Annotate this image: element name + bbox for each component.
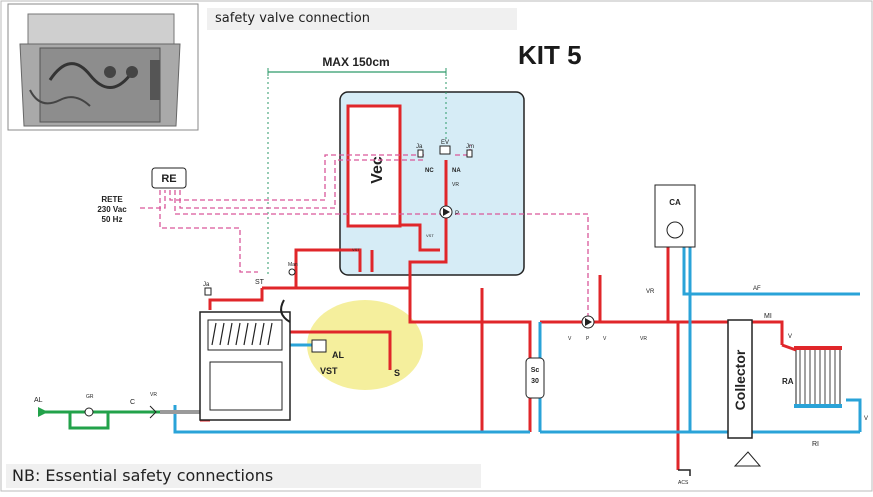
drain-tap-icon <box>678 469 691 476</box>
vr-tank-label: VR <box>452 182 459 188</box>
ev-label: EV <box>441 140 449 146</box>
collector-label: Collector <box>732 349 748 410</box>
rete-line2: 230 Vac <box>97 205 127 214</box>
inlet-pipes <box>42 410 160 430</box>
check-valve-icon <box>149 405 157 419</box>
af-label: AF <box>753 286 761 292</box>
na-label: NA <box>452 168 461 174</box>
radiator-feed <box>781 343 797 352</box>
top-caption: safety valve connection <box>207 8 517 30</box>
al-valve-label: AL <box>332 350 344 360</box>
vst-right-label: VST <box>426 233 434 238</box>
vec-tank <box>346 104 402 228</box>
acs-label: ACS <box>678 480 689 486</box>
boiler-photo-icon <box>7 3 199 131</box>
ra-label: RA <box>782 377 794 386</box>
ja-boiler-label: Ja <box>203 282 210 288</box>
v-rad-top-label: V <box>788 334 792 340</box>
ja-tank-label: Ja <box>416 144 423 150</box>
highlight-zone <box>307 300 423 390</box>
pump-arrow-icon <box>585 318 592 326</box>
ri-label: RI <box>812 441 819 448</box>
ja-boiler-sensor-icon <box>204 287 212 296</box>
v-left-label: V <box>568 336 572 342</box>
re-box <box>151 167 187 189</box>
signal-wiring <box>140 145 589 318</box>
c-label: C <box>130 399 135 406</box>
mi-label: MI <box>764 313 772 320</box>
v-right-label: V <box>603 336 607 342</box>
rete-label: RETE 230 Vac 50 Hz <box>97 195 127 224</box>
bottom-caption: NB: Essential safety connections <box>6 464 481 488</box>
vec-label: Vec <box>369 156 386 184</box>
sc-label-1: Sc <box>531 367 540 374</box>
p-tank-label: P <box>455 211 459 217</box>
nc-label: NC <box>425 168 434 174</box>
rete-line3: 50 Hz <box>102 215 123 224</box>
radiator-icon <box>794 346 842 408</box>
kit-title: KIT 5 <box>518 40 582 70</box>
s-label: S <box>394 368 400 378</box>
rete-line1: RETE <box>101 195 123 204</box>
dimension-max <box>267 68 447 276</box>
sc-label-2: 30 <box>531 378 539 385</box>
vr-ca-label: VR <box>646 289 655 295</box>
al-inlet-label: AL <box>34 397 43 404</box>
p-pump-label: P <box>586 336 590 342</box>
pressure-gauge-icon <box>288 268 296 276</box>
boiler <box>199 299 291 421</box>
vr-line-label: VR <box>640 336 647 342</box>
vst-left-label: VST <box>352 247 360 252</box>
collector <box>727 319 753 439</box>
v-rad-bottom-label: V <box>864 416 868 422</box>
jm-label: Jm <box>466 144 474 150</box>
re-label: RE <box>161 173 176 185</box>
ca-label: CA <box>669 198 681 207</box>
jm-sensor-icon <box>466 149 473 158</box>
st-label: ST <box>255 279 265 286</box>
vr-inlet-label: VR <box>150 392 157 398</box>
man-label: Man <box>288 262 298 268</box>
tank-pump-arrow-icon <box>443 208 450 216</box>
safety-valve-icon <box>311 339 327 353</box>
ja-sensor-icon <box>417 149 424 158</box>
sc-cylinder <box>525 357 545 399</box>
vst-boiler-label: VST <box>320 366 338 376</box>
ev-valve-icon <box>439 145 451 155</box>
gr-label: GR <box>86 394 94 400</box>
expansion-vessel-icon <box>733 451 762 467</box>
inlet-arrow-icon <box>38 407 48 417</box>
pressure-reducer-icon <box>84 407 94 417</box>
ca-pump-icon <box>666 221 684 239</box>
dimension-label: MAX 150cm <box>322 55 389 69</box>
